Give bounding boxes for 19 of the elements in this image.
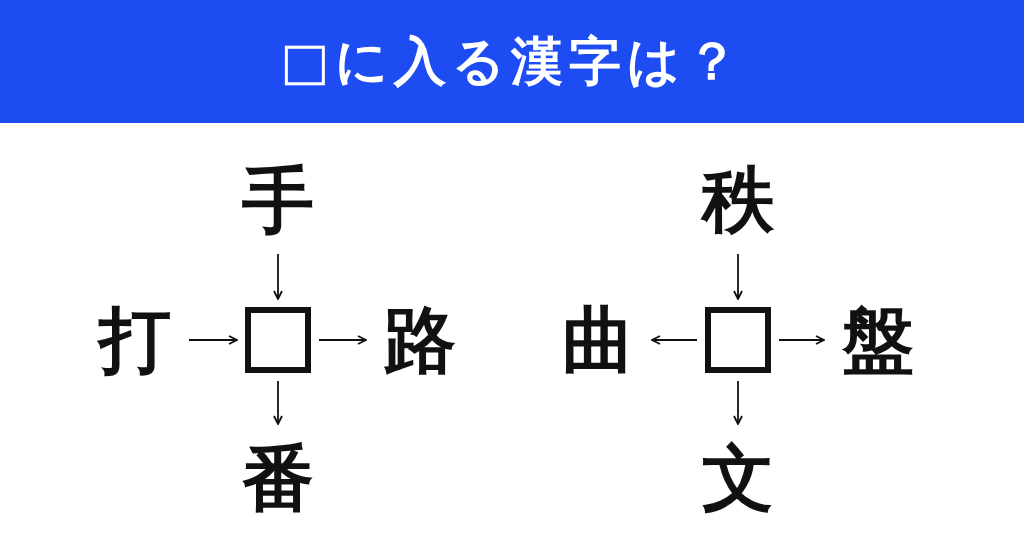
kanji-character: 路 (384, 304, 456, 376)
empty-square (705, 307, 771, 373)
kanji-character: 文 (702, 442, 774, 514)
kanji-character: 手 (242, 164, 314, 236)
arrow (273, 253, 283, 300)
title: □に入る漢字は？ (279, 29, 745, 93)
arrow (733, 380, 743, 425)
kanji-character: 盤 (842, 304, 914, 376)
arrow (733, 253, 743, 300)
arrow (273, 380, 283, 425)
arrow (188, 335, 238, 345)
kanji-character: 曲 (562, 304, 634, 376)
kanji-character: 秩 (702, 164, 774, 236)
kanji-character: 打 (99, 304, 171, 376)
empty-square (245, 307, 311, 373)
arrow (778, 335, 825, 345)
arrow (651, 335, 698, 345)
kanji-character: 番 (242, 442, 314, 514)
arrow (318, 335, 367, 345)
